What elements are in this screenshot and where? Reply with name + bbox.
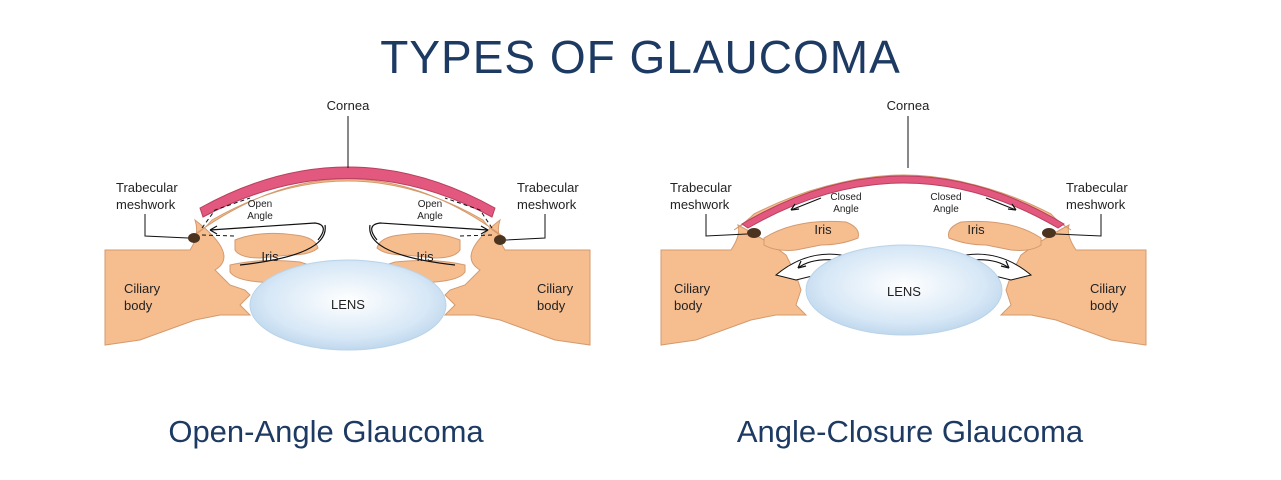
angle-label-left-2: Angle	[247, 211, 273, 222]
trabecular-meshwork-right	[1042, 228, 1056, 238]
ciliary-label-left-1: Ciliary	[674, 281, 711, 296]
angle-label-right-1: Closed	[930, 192, 961, 203]
cornea-band	[741, 175, 1065, 229]
angle-label-right-2: Angle	[417, 211, 443, 222]
iris-label-right: Iris	[416, 249, 434, 264]
angle-label-left-1: Closed	[830, 192, 861, 203]
trabecular-label-left-1: Trabecular	[116, 180, 178, 195]
ciliary-label-left-2: body	[124, 298, 153, 313]
ciliary-label-right-2: body	[537, 298, 566, 313]
iris-right	[376, 232, 461, 259]
trabecular-label-left-2: meshwork	[116, 197, 176, 212]
open-angle-caption: Open-Angle Glaucoma	[168, 414, 484, 449]
cornea-label: Cornea	[327, 98, 370, 113]
angle-closure-caption: Angle-Closure Glaucoma	[736, 414, 1084, 449]
trabecular-meshwork-left	[747, 228, 761, 238]
trabecular-meshwork-left	[188, 233, 200, 243]
cornea-outer	[733, 174, 1072, 231]
angle-label-right-1: Open	[418, 199, 442, 210]
trabecular-label-right-1: Trabecular	[1066, 180, 1128, 195]
iris-label-right: Iris	[967, 222, 985, 237]
trabecular-label-right-2: meshwork	[517, 197, 577, 212]
page-title: TYPES OF GLAUCOMA	[380, 31, 901, 83]
angle-label-left-1: Open	[248, 199, 272, 210]
trabecular-label-right-2: meshwork	[1066, 197, 1126, 212]
iris-label-left: Iris	[814, 222, 832, 237]
trabecular-label-left-2: meshwork	[670, 197, 730, 212]
iris-left	[234, 232, 319, 259]
ciliary-label-left-2: body	[674, 298, 703, 313]
cornea-band	[199, 166, 496, 218]
angle-label-left-2: Angle	[833, 204, 859, 215]
trabecular-meshwork-right	[494, 235, 506, 245]
lens	[805, 244, 1003, 336]
trabecular-label-left-1: Trabecular	[670, 180, 732, 195]
cornea-outer	[189, 178, 506, 239]
ciliary-label-right-2: body	[1090, 298, 1119, 313]
angle-closure-diagram: LENS Cornea Trabecular meshwork Trabecul…	[660, 98, 1147, 346]
angle-label-right-2: Angle	[933, 204, 959, 215]
trabecular-label-right-1: Trabecular	[517, 180, 579, 195]
open-angle-diagram: LENS Cornea Trabecular meshwork Trabecul…	[104, 98, 591, 351]
ciliary-label-right-1: Ciliary	[1090, 281, 1127, 296]
ciliary-label-left-1: Ciliary	[124, 281, 161, 296]
cornea-label: Cornea	[887, 98, 930, 113]
lens-label: LENS	[331, 297, 365, 312]
lens	[249, 259, 447, 351]
iris-label-left: Iris	[261, 249, 279, 264]
iris-right	[948, 220, 1042, 251]
lens-label: LENS	[887, 284, 921, 299]
ciliary-label-right-1: Ciliary	[537, 281, 574, 296]
iris-left	[763, 220, 859, 251]
